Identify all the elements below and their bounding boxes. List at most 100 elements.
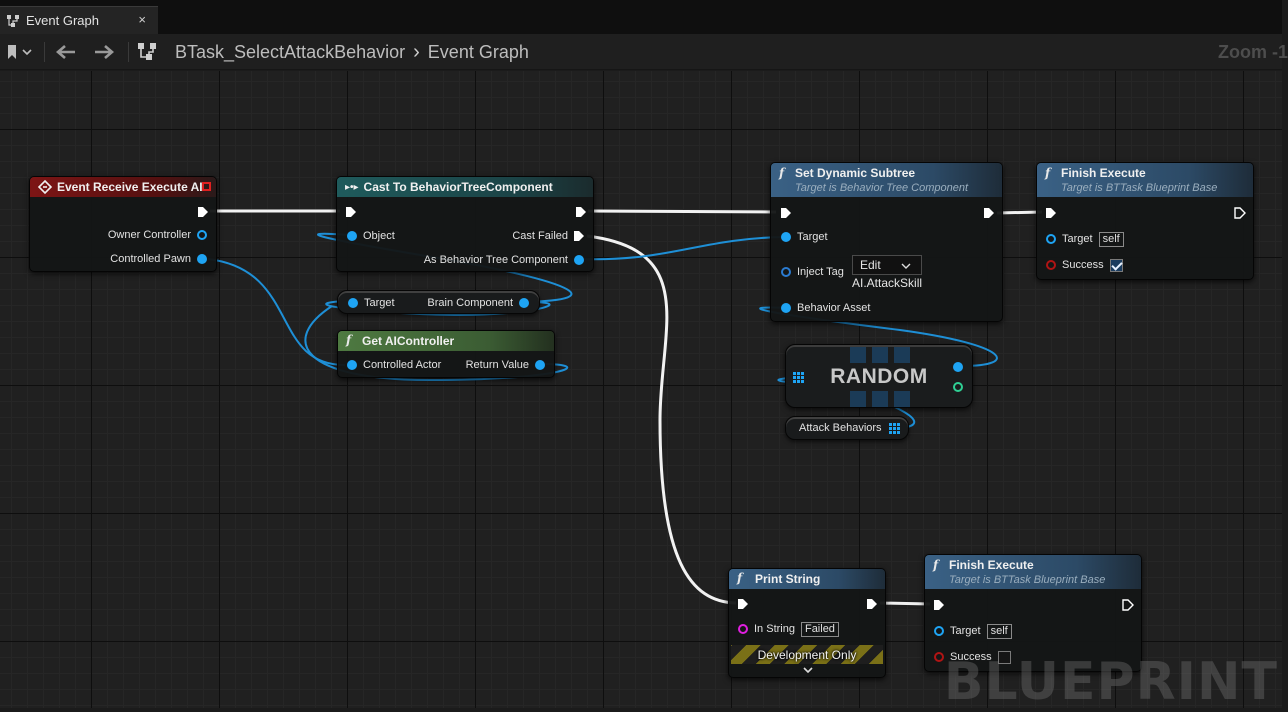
breadcrumb-blueprint[interactable]: BTask_SelectAttackBehavior	[175, 41, 406, 62]
brain-component-node[interactable]: Target Brain Component	[337, 290, 540, 314]
function-icon: f	[737, 571, 743, 585]
edit-tag-dropdown[interactable]: Edit	[852, 255, 922, 275]
pin-dot[interactable]	[348, 298, 358, 308]
forward-button[interactable]	[93, 34, 115, 70]
attack-behaviors-variable[interactable]: Attack Behaviors	[785, 416, 909, 440]
cast-to-behavior-tree-component-node[interactable]: ▸•▸ Cast To BehaviorTreeComponent Object…	[336, 176, 594, 272]
as-behavior-tree-component-pin[interactable]: As Behavior Tree Component	[424, 252, 584, 268]
success-pin[interactable]: Success	[934, 649, 1011, 665]
target-default-value: self	[1098, 231, 1124, 247]
tab-bar: Event Graph ×	[0, 0, 1282, 34]
get-aicontroller-node[interactable]: f Get AIController Controlled Actor Retu…	[337, 330, 555, 378]
inject-tag-value: AI.AttackSkill	[852, 276, 923, 290]
success-checkbox[interactable]	[997, 650, 1011, 664]
tab-event-graph[interactable]: Event Graph ×	[0, 6, 158, 34]
pin-dot[interactable]	[934, 652, 944, 662]
owner-controller-pin[interactable]: Owner Controller	[108, 227, 207, 243]
graph-toolbar: BTask_SelectAttackBehavior › Event Graph…	[0, 34, 1288, 70]
pin-label: Success	[1062, 259, 1104, 271]
print-string-node[interactable]: f Print String In String Failed Developm…	[728, 568, 886, 678]
exec-in-pin[interactable]	[933, 599, 945, 611]
inject-tag-pin[interactable]: Inject Tag	[781, 264, 844, 280]
graph-icon	[136, 34, 160, 70]
exec-out-pin[interactable]	[983, 207, 995, 219]
node-header: f Finish Execute Target is BTTask Bluepr…	[1037, 163, 1253, 197]
pin-dot[interactable]	[781, 303, 791, 313]
target-pin[interactable]: Target self	[1046, 231, 1124, 247]
exec-out-pin[interactable]	[575, 206, 587, 218]
array-input-pin[interactable]	[793, 372, 805, 384]
brain-component-pin[interactable]: Brain Component	[427, 295, 529, 311]
pin-dot[interactable]	[1046, 234, 1056, 244]
pin-label: Inject Tag	[797, 266, 844, 278]
random-node[interactable]: RANDOM	[785, 344, 973, 408]
exec-out-pin[interactable]	[1234, 207, 1246, 219]
node-header: f Print String	[729, 569, 885, 589]
random-index-pin[interactable]	[953, 382, 963, 392]
pin-label: In String	[754, 623, 795, 635]
exec-out-pin[interactable]	[866, 598, 878, 610]
node-title: Finish Execute	[949, 558, 1034, 572]
pin-dot[interactable]	[781, 232, 791, 242]
exec-out-pin[interactable]	[197, 206, 209, 218]
node-subtitle: Target is Behavior Tree Component	[795, 182, 969, 194]
in-string-pin[interactable]: In String Failed	[738, 621, 839, 637]
exec-in-pin[interactable]	[780, 207, 792, 219]
random-output-pin[interactable]	[953, 362, 963, 372]
pin-dot[interactable]	[347, 231, 357, 241]
pin-dot[interactable]	[781, 267, 791, 277]
behavior-asset-pin[interactable]: Behavior Asset	[781, 300, 870, 316]
pin-dot[interactable]	[738, 624, 748, 634]
pin-dot[interactable]	[519, 298, 529, 308]
chevron-right-icon: ›	[413, 40, 420, 63]
success-checkbox[interactable]	[1109, 258, 1123, 272]
in-string-value[interactable]: Failed	[800, 621, 839, 637]
exec-out-pin[interactable]	[1122, 599, 1134, 611]
pin-dot[interactable]	[347, 360, 357, 370]
object-pin[interactable]: Object	[347, 228, 395, 244]
return-value-pin[interactable]: Return Value	[466, 357, 545, 373]
breadcrumb: BTask_SelectAttackBehavior › Event Graph	[175, 34, 529, 70]
pin-dot[interactable]	[1046, 260, 1056, 270]
pin-label: Cast Failed	[512, 230, 568, 242]
close-icon[interactable]: ×	[138, 12, 146, 27]
breadcrumb-event-graph[interactable]: Event Graph	[427, 41, 529, 62]
pin-label: Owner Controller	[107, 229, 191, 241]
exec-in-pin[interactable]	[1045, 207, 1057, 219]
pin-dot[interactable]	[574, 255, 584, 265]
back-button[interactable]	[55, 34, 77, 70]
pin-dot[interactable]	[197, 254, 207, 264]
event-receive-execute-ai-node[interactable]: Event Receive Execute AI Owner Controlle…	[29, 176, 217, 272]
pin-dot[interactable]	[934, 626, 944, 636]
exec-in-pin[interactable]	[737, 598, 749, 610]
pin-label: Brain Component	[427, 297, 513, 309]
set-dynamic-subtree-node[interactable]: f Set Dynamic Subtree Target is Behavior…	[770, 162, 1003, 322]
chevron-down-icon[interactable]	[803, 667, 813, 674]
pin-label: Target	[797, 231, 828, 243]
target-pin[interactable]: Target	[348, 295, 395, 311]
arrow-left-icon	[56, 45, 75, 59]
finish-execute-success-node[interactable]: f Finish Execute Target is BTTask Bluepr…	[1036, 162, 1254, 280]
target-pin[interactable]: Target	[781, 229, 828, 245]
exec-in-pin[interactable]	[345, 206, 357, 218]
controlled-actor-pin[interactable]: Controlled Actor	[347, 357, 441, 373]
node-title: Print String	[755, 572, 821, 586]
exec-out-pin[interactable]	[573, 230, 585, 242]
finish-execute-failure-node[interactable]: f Finish Execute Target is BTTask Bluepr…	[924, 554, 1142, 672]
node-subtitle: Target is BTTask Blueprint Base	[1061, 182, 1218, 194]
pin-dot[interactable]	[197, 230, 207, 240]
bookmark-icon	[8, 45, 32, 59]
controlled-pawn-pin[interactable]: Controlled Pawn	[110, 251, 207, 267]
success-pin[interactable]: Success	[1046, 257, 1123, 273]
node-header: ▸•▸ Cast To BehaviorTreeComponent	[337, 177, 593, 197]
cast-failed-pin[interactable]: Cast Failed	[512, 228, 585, 244]
node-subtitle: Target is BTTask Blueprint Base	[949, 574, 1106, 586]
pin-dot[interactable]	[535, 360, 545, 370]
bookmark-button[interactable]	[6, 34, 32, 70]
delegate-pin[interactable]	[202, 182, 211, 191]
node-header: f Finish Execute Target is BTTask Bluepr…	[925, 555, 1141, 589]
node-title: Event Receive Execute AI	[57, 180, 203, 194]
pin-label: Target	[364, 297, 395, 309]
array-output-pin[interactable]	[889, 423, 901, 435]
target-pin[interactable]: Target self	[934, 623, 1012, 639]
